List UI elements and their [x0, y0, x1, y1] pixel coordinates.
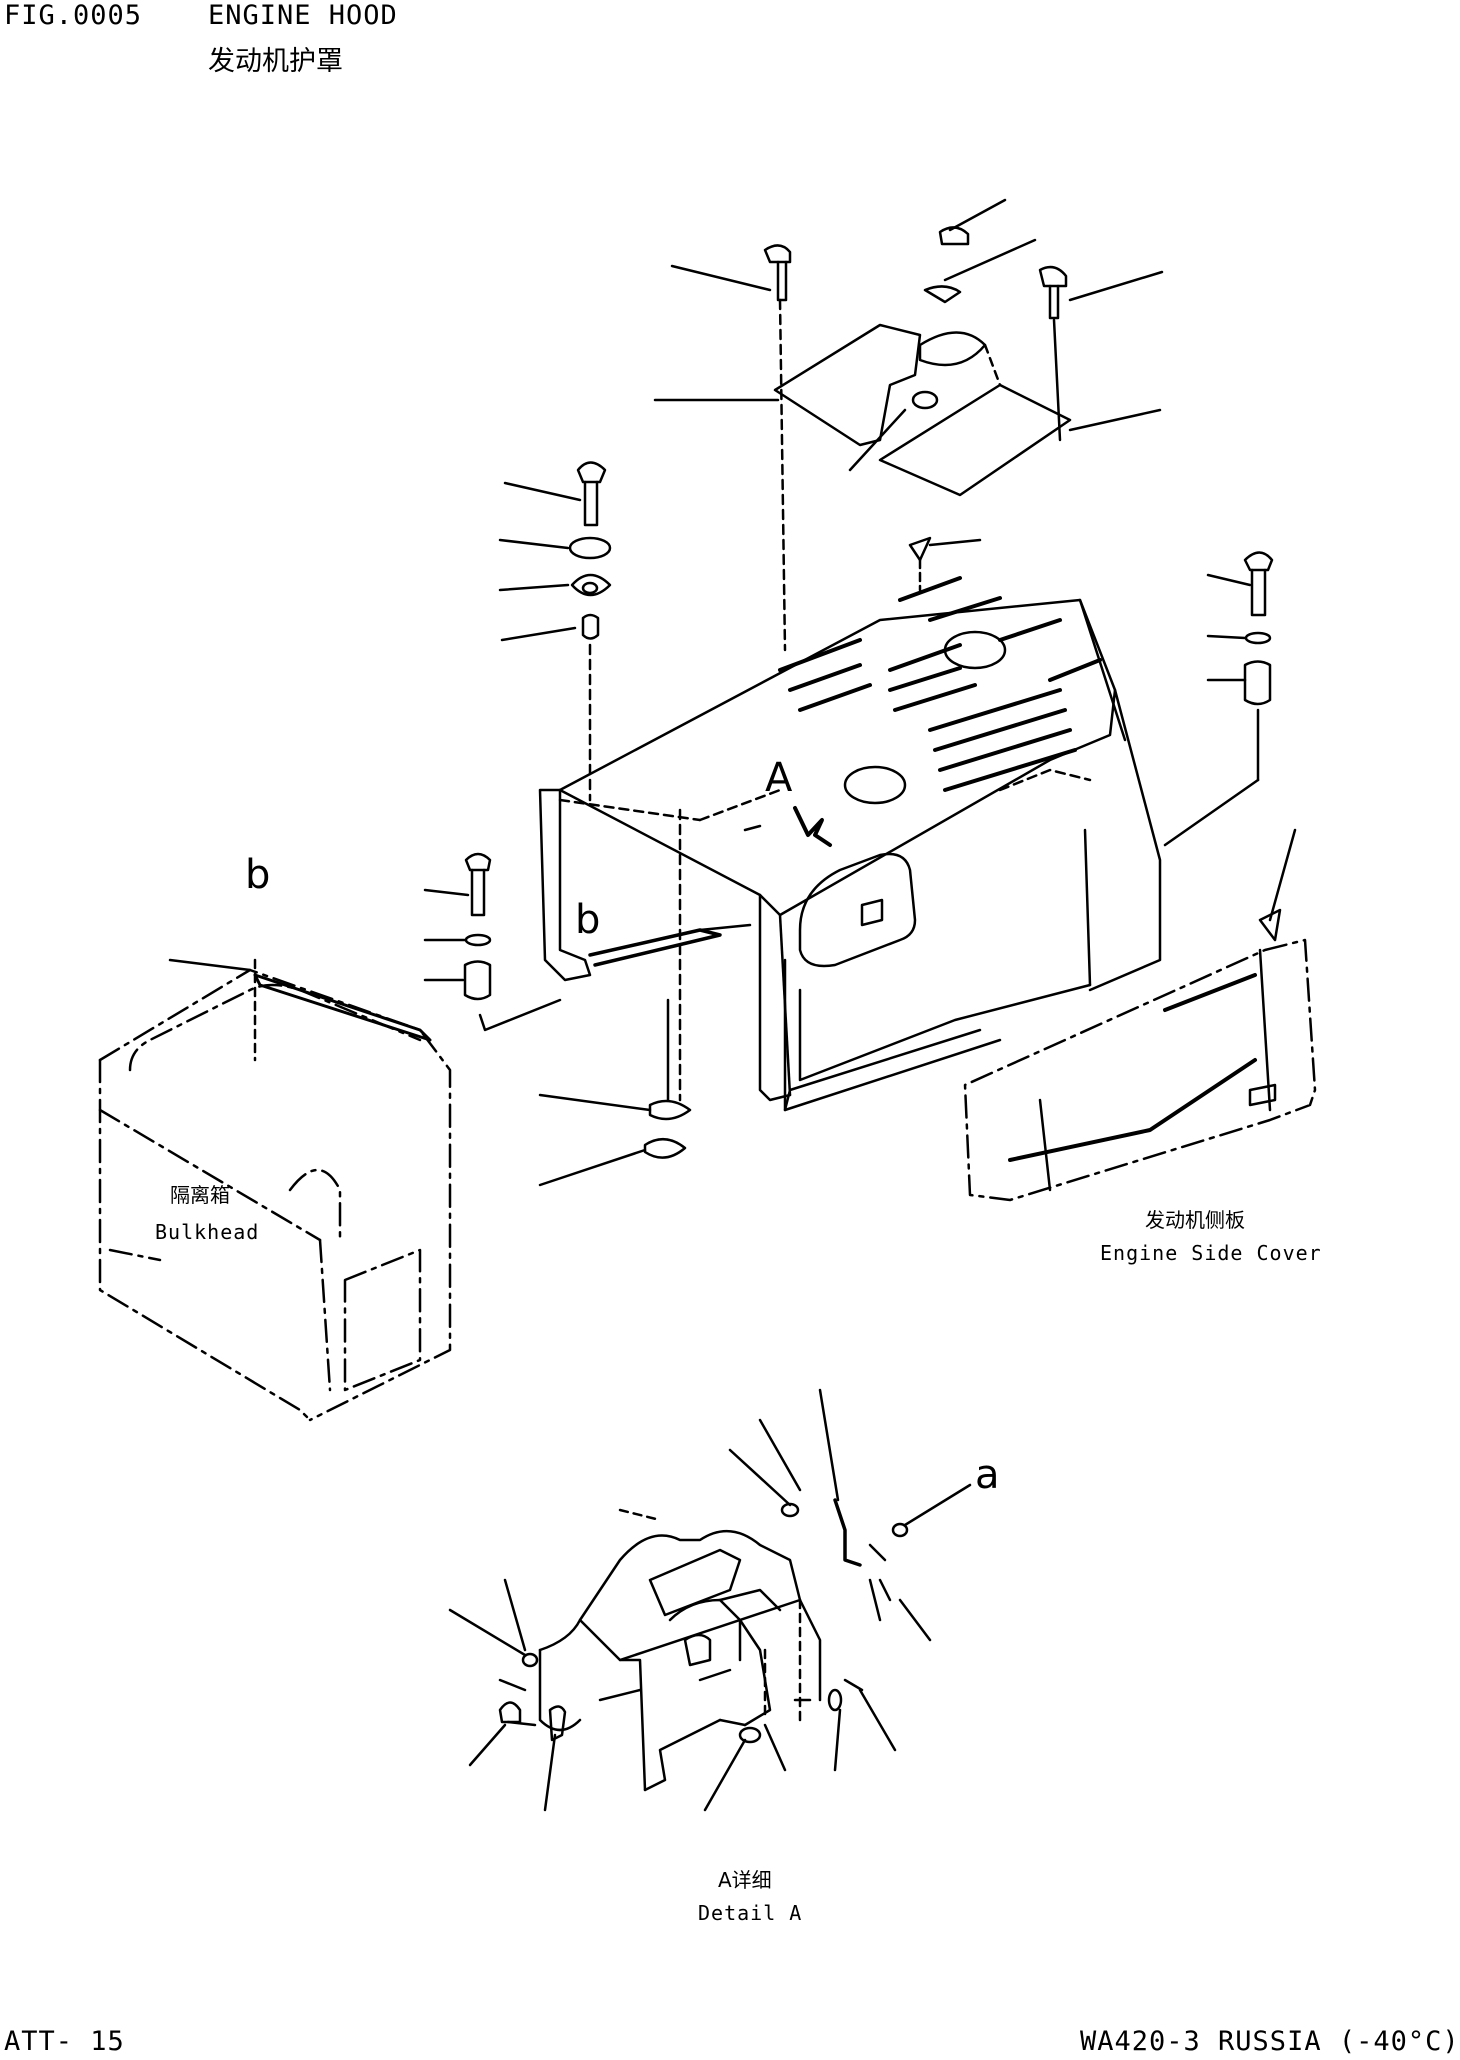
right-hardware-stack [1163, 551, 1274, 847]
detail-a-label: Detail A [698, 1901, 803, 1925]
figure-number: FIG.0005 [4, 0, 143, 31]
figure-title: ENGINE HOOD [208, 0, 398, 31]
figure-title-chinese: 发动机护罩 [208, 46, 343, 77]
model-reference: WA420-3 RUSSIA (-40°C) [1080, 2026, 1460, 2057]
top-bolts [763, 226, 1068, 562]
hood-bottom-hardware [538, 998, 692, 1187]
page-reference: ATT- 15 [4, 2026, 125, 2057]
left-hardware-stack [498, 461, 612, 802]
leader-lines-top [653, 198, 1164, 652]
callout-b-bulkhead: b [245, 852, 271, 898]
bulkhead-outline [98, 968, 452, 1422]
detail-a-drawing [498, 1498, 909, 1792]
bulkhead-label: Bulkhead [155, 1220, 260, 1244]
left-bolt-stack-b [423, 852, 562, 1032]
engine-side-cover [963, 828, 1317, 1202]
detail-a-label-chinese: A详细 [718, 1868, 772, 1892]
top-cover-plates [773, 323, 1072, 497]
callout-a-view: A [765, 755, 793, 801]
engine-hood-body [538, 576, 1162, 1112]
callout-b-hood: b [575, 897, 601, 943]
leader-lines-detail [448, 1388, 972, 1812]
bulkhead-label-chinese: 隔离箱 [170, 1183, 230, 1207]
engine-side-cover-label: Engine Side Cover [1100, 1241, 1322, 1265]
engine-side-cover-label-chinese: 发动机侧板 [1145, 1208, 1245, 1232]
hood-vents [778, 576, 1102, 792]
callout-a-detail: a [975, 1452, 1000, 1498]
